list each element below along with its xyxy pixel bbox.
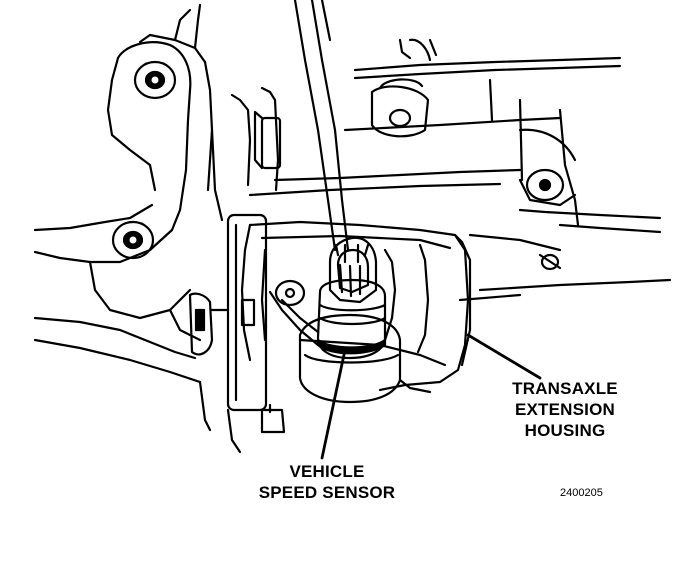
vehicle-speed-sensor-callout: VEHICLE SPEED SENSOR [232, 461, 422, 503]
leader-lines [320, 333, 542, 460]
transaxle-case [248, 38, 672, 302]
vehicle-speed-sensor [298, 236, 402, 404]
sensor-cable [293, 0, 350, 252]
lower-body [198, 378, 432, 454]
callout-line: HOUSING [524, 421, 606, 440]
sensor-leader-line [320, 348, 347, 460]
wiring-clip [188, 292, 230, 356]
callout-line: TRANSAXLE [512, 379, 618, 398]
extension-housing [226, 213, 472, 434]
callout-line: SPEED SENSOR [258, 483, 396, 502]
mounting-bracket [33, 3, 214, 384]
transaxle-leader-line [466, 333, 542, 380]
callout-line: VEHICLE [289, 462, 365, 481]
center-column [210, 86, 282, 222]
figure-id: 2400205 [560, 487, 603, 499]
transaxle-extension-housing-callout: TRANSAXLE EXTENSION HOUSING [490, 378, 640, 441]
callout-line: EXTENSION [514, 400, 616, 419]
